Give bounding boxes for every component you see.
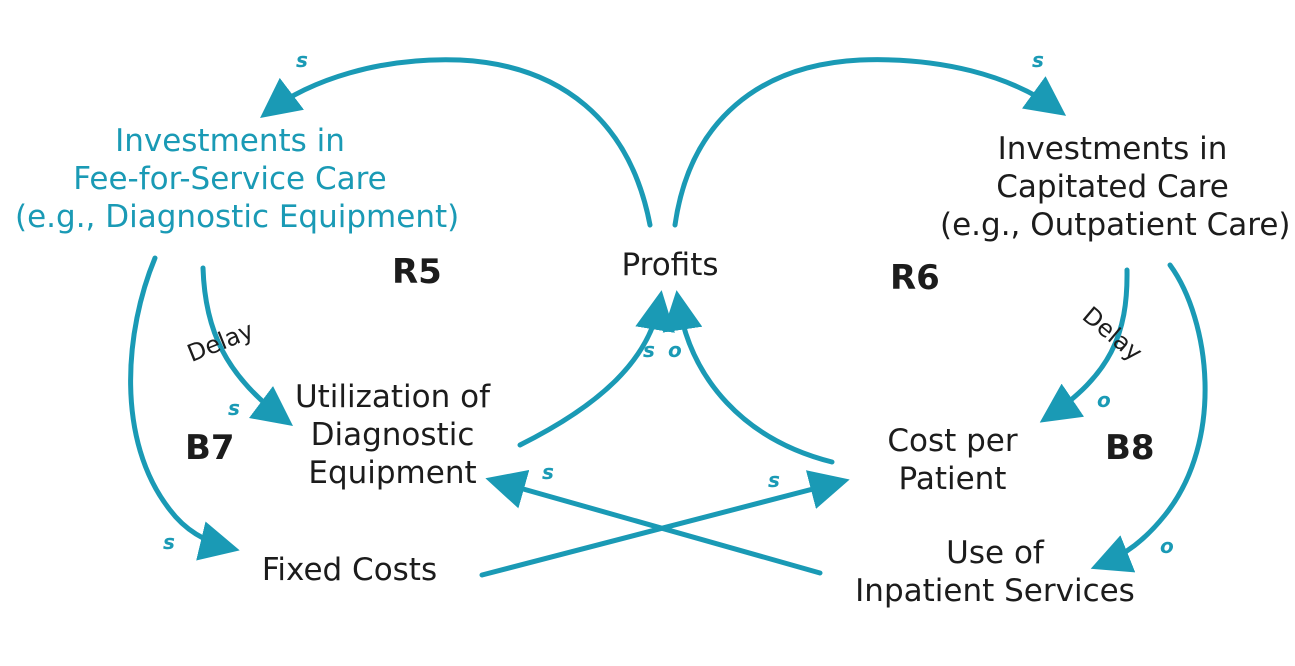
loop-label-b7: B7 <box>185 428 235 468</box>
link-ffs-to-utilization <box>200 265 293 427</box>
link-ffs-to-fixed-costs <box>128 255 240 561</box>
polarity-ffs-to-fixed-costs: s <box>163 530 175 554</box>
polarity-cost-to-profits: o <box>668 338 682 362</box>
node-use-of-inpatient-services: Use of Inpatient Services <box>845 534 1145 610</box>
node-label-line: Investments in <box>115 123 345 159</box>
node-fixed-costs: Fixed Costs <box>252 551 447 589</box>
node-label-line: Fixed Costs <box>261 552 438 588</box>
node-label-line: Capitated Care <box>996 169 1229 205</box>
node-profits: Profits <box>605 246 735 284</box>
node-label-line: Use of <box>946 535 1044 571</box>
node-investments-capitated: Investments in Capitated Care (e.g., Out… <box>940 130 1291 244</box>
link-capitated-to-cost <box>1039 267 1130 423</box>
node-utilization-diagnostic-equipment: Utilization of Diagnostic Equipment <box>285 378 500 492</box>
link-capitated-to-inpatient <box>1090 262 1208 573</box>
polarity-profits-to-ffs: s <box>296 48 308 72</box>
polarity-ffs-to-utilization: s <box>228 396 240 420</box>
node-label-line: Profits <box>621 247 719 283</box>
link-inpatient-to-utilization <box>485 469 823 576</box>
link-utilization-to-profits <box>517 290 675 448</box>
polarity-capitated-to-inpatient: o <box>1160 534 1174 558</box>
node-label-line: Fee-for-Service Care <box>73 161 387 197</box>
loop-label-b8: B8 <box>1105 428 1155 468</box>
link-profits-to-ffs <box>260 57 653 228</box>
node-label-line: Equipment <box>308 455 477 491</box>
node-investments-fee-for-service: Investments in Fee-for-Service Care (e.g… <box>15 122 460 236</box>
link-cost-to-profits <box>662 290 835 465</box>
polarity-fixed-costs-to-cost: s <box>768 468 780 492</box>
polarity-inpatient-to-utilization: s <box>542 460 554 484</box>
node-label-line: Patient <box>898 461 1007 497</box>
loop-label-r5: R5 <box>392 252 442 292</box>
node-label-line: Inpatient Services <box>855 573 1135 609</box>
polarity-utilization-to-profits: s <box>643 338 655 362</box>
node-label-line: Cost per <box>887 423 1018 459</box>
link-profits-to-capitated <box>672 57 1067 228</box>
node-label-line: Diagnostic <box>310 417 475 453</box>
node-label-line: (e.g., Diagnostic Equipment) <box>15 199 460 235</box>
polarity-capitated-to-cost: o <box>1097 388 1111 412</box>
node-label-line: Investments in <box>997 131 1228 167</box>
polarity-profits-to-capitated: s <box>1032 48 1044 72</box>
loop-label-r6: R6 <box>890 258 940 298</box>
node-label-line: Utilization of <box>294 379 491 415</box>
node-label-line: (e.g., Outpatient Care) <box>940 207 1291 243</box>
node-cost-per-patient: Cost per Patient <box>870 422 1035 498</box>
